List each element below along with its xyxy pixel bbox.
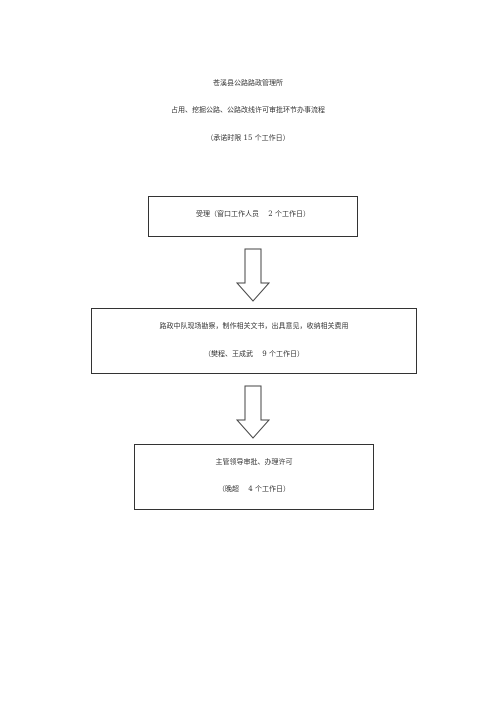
step-box-inspect: 路政中队现场勘察，制作相关文书，出具意见，收纳相关费用 （樊程、王成武 9 个工…: [91, 308, 417, 374]
promise-time: （承诺时限 15 个工作日）: [206, 134, 290, 142]
step-text: 主管领导审批、办理许可: [215, 458, 293, 466]
step-box-accept: 受理（窗口工作人员 2 个工作日）: [148, 196, 358, 237]
down-arrow-icon: [236, 248, 270, 302]
step-text: 受理（窗口工作人员 2 个工作日）: [196, 210, 310, 218]
step-text: 路政中队现场勘察，制作相关文书，出具意见，收纳相关费用: [159, 322, 349, 330]
step-box-approve: 主管领导审批、办理许可 （晚超 4 个工作日）: [134, 444, 374, 510]
flow-title: 占用、挖掘公路、公路改线许可审批环节办事流程: [171, 106, 325, 114]
org-name: 苍溪县公路路政管理所: [213, 79, 283, 87]
down-arrow-icon: [236, 385, 270, 439]
step-subtext: （樊程、王成武 9 个工作日）: [204, 350, 304, 358]
step-subtext: （晚超 4 个工作日）: [218, 485, 290, 493]
